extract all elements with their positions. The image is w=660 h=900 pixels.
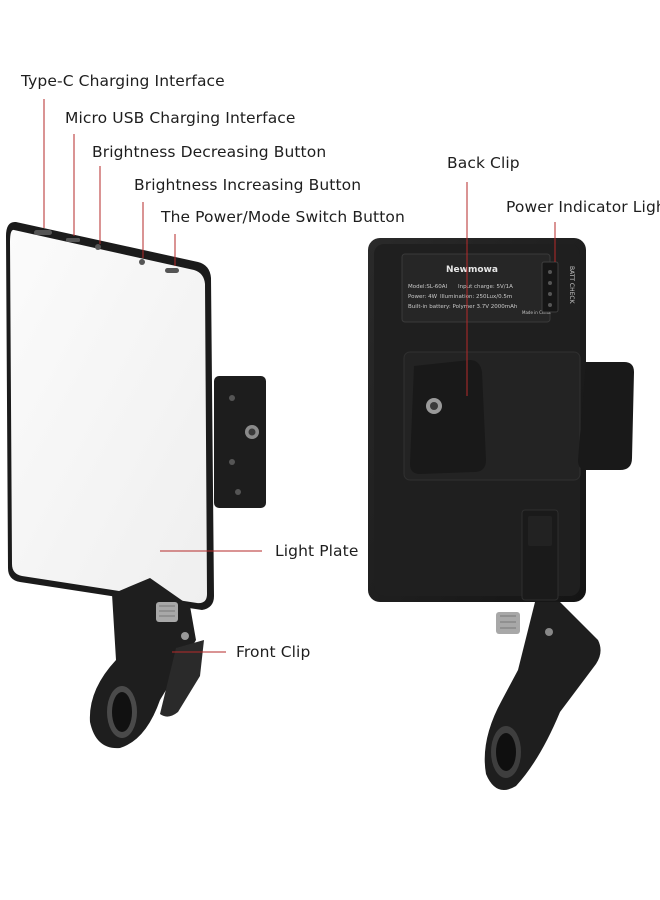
back-rear-clip: [484, 582, 601, 790]
power-mode-label: The Power/Mode Switch Button: [161, 208, 405, 226]
type-c-port: [34, 230, 52, 235]
made-in-text: Made in China: [522, 310, 551, 315]
back-device: Newmowa Model:SL-60AI Input charge: 5V/1…: [368, 238, 634, 790]
battery-indicator-strip: [541, 261, 559, 313]
back-clip-label: Back Clip: [447, 154, 520, 172]
front-device: [6, 221, 266, 749]
brightness-decrease-label: Brightness Decreasing Button: [92, 143, 327, 161]
type-c-label: Type-C Charging Interface: [21, 72, 225, 90]
batt-check-text: BATT CHECK: [568, 266, 575, 305]
power-mode-btn: [165, 268, 179, 273]
back-right-jaw: [578, 362, 634, 470]
micro-usb-label: Micro USB Charging Interface: [65, 109, 296, 127]
leader-lines: [43, 99, 556, 653]
input-text: Input charge: 5V/1A: [458, 284, 513, 290]
back-clip-jaw: [410, 360, 486, 474]
front-clip-label: Front Clip: [236, 643, 311, 661]
power-indicator-label: Power Indicator Light: [506, 198, 660, 216]
light-plate: [10, 229, 207, 604]
power-text: Power: 4W: [408, 294, 438, 300]
brightness-increase-label: Brightness Increasing Button: [134, 176, 362, 194]
light-plate-label: Light Plate: [275, 542, 359, 560]
brightness-decrease-btn: [95, 244, 101, 250]
brand-text: Newmowa: [446, 265, 498, 275]
brightness-increase-btn: [139, 259, 145, 265]
model-text: Model:SL-60AI: [408, 284, 448, 290]
battery-text: Built-in battery: Polymer 3.7V 2000mAh: [408, 304, 518, 310]
micro-usb-port: [66, 238, 80, 242]
front-clip: [89, 578, 204, 749]
front-mount-block: [214, 376, 266, 508]
illumination-text: Illumination: 250Lux/0.5m: [440, 294, 512, 300]
